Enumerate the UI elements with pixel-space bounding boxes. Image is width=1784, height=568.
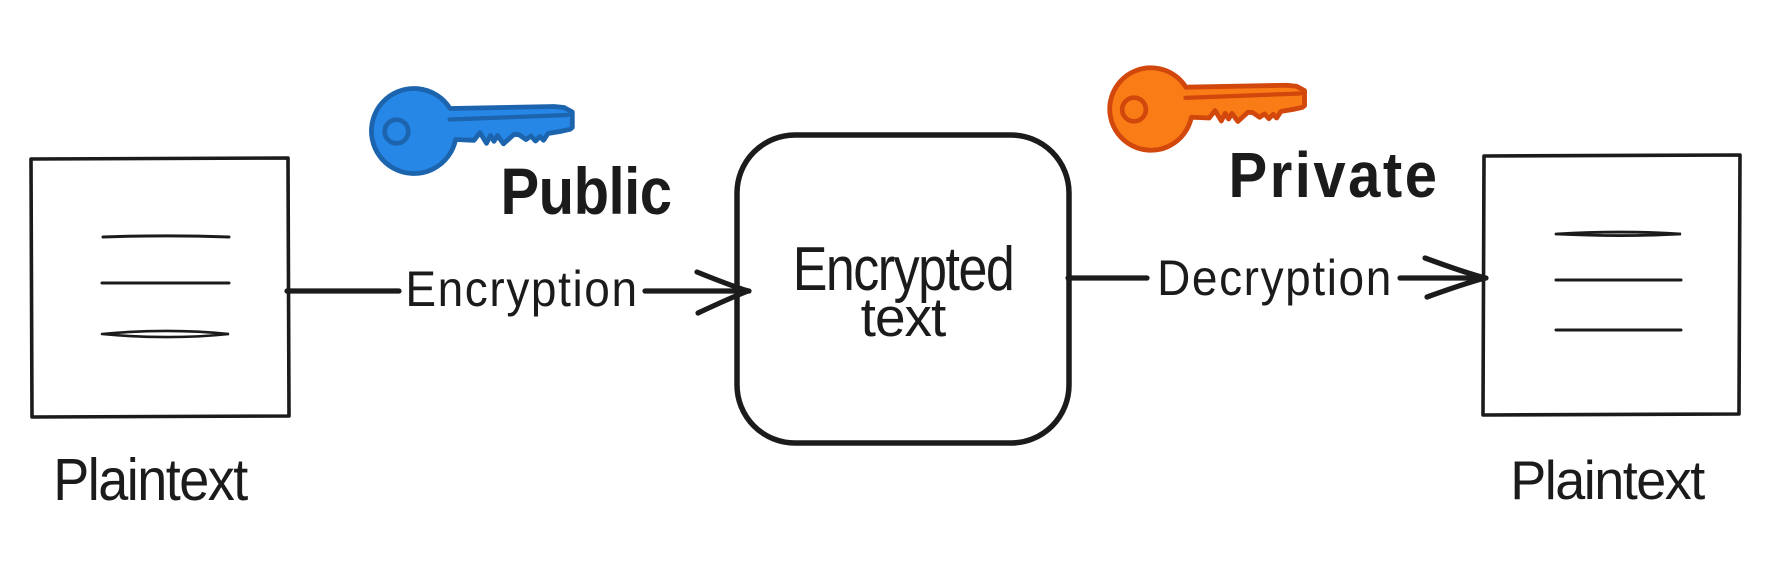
svg-text:Encryption: Encryption: [405, 262, 638, 317]
svg-text:Public: Public: [500, 156, 671, 229]
svg-text:Plaintext: Plaintext: [1510, 450, 1705, 512]
svg-text:text: text: [861, 286, 946, 348]
svg-text:Encrypted: Encrypted: [793, 235, 1014, 305]
svg-text:Plaintext: Plaintext: [53, 448, 248, 514]
svg-text:Decryption: Decryption: [1157, 251, 1393, 306]
svg-text:Private: Private: [1229, 139, 1440, 210]
